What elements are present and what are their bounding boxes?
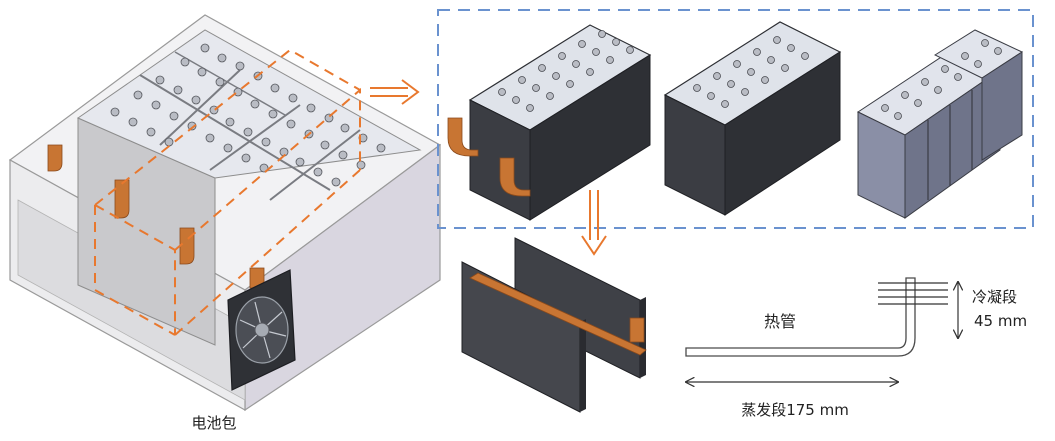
module-with-heat-pipes [447,24,652,221]
heat-pipe-schematic [686,277,958,382]
battery-pack [8,14,442,412]
orange-dashed-outline [94,48,361,336]
evaporator-section-label: 蒸发段175 mm [741,401,849,419]
cooling-fan [227,269,296,391]
module-to-plate-arrow [581,190,607,256]
module-plain [663,21,842,216]
module-variants-box [437,9,1034,229]
pack-terminals [110,43,386,187]
condenser-section-label: 冷凝段 [972,288,1017,306]
battery-pack-label: 电池包 [191,414,236,432]
condenser-length-label: 45 mm [974,312,1027,330]
separated-cells [856,29,1024,219]
heat-pipe-label: 热管 [764,312,796,331]
heat-pipe-plates [461,237,647,413]
pack-to-module-arrow [370,79,420,105]
